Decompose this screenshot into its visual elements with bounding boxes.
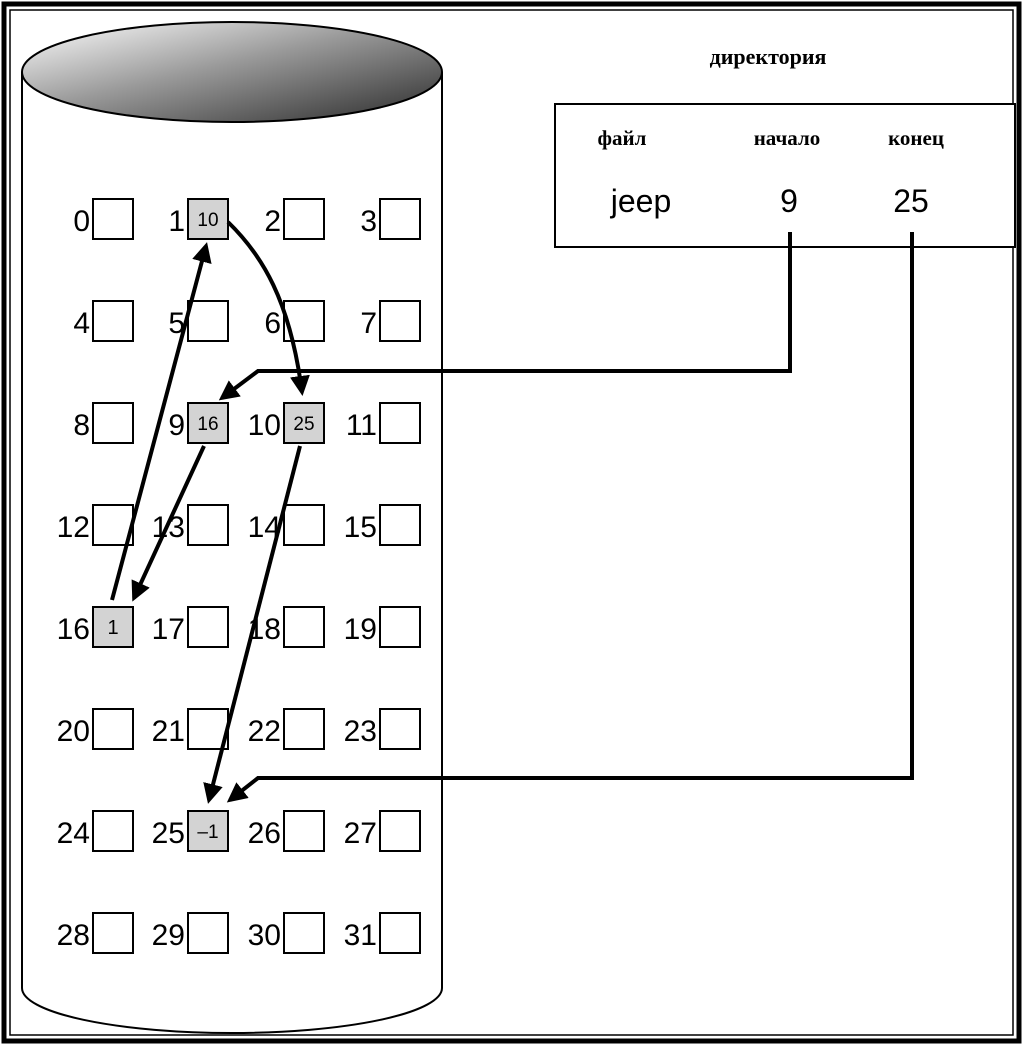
free-block: [379, 300, 421, 342]
entry-start: 9: [780, 183, 798, 219]
free-block: [92, 912, 134, 954]
free-block: [92, 198, 134, 240]
free-block: [92, 708, 134, 750]
free-block: [283, 198, 325, 240]
free-block: [187, 504, 229, 546]
free-block: [283, 504, 325, 546]
block-number-label: 16: [57, 613, 90, 646]
free-block: [187, 300, 229, 342]
used-block: [283, 402, 325, 444]
block-number-label: 12: [57, 511, 90, 544]
block-next-pointer: 25: [293, 414, 314, 435]
block-number-label: 23: [344, 715, 377, 748]
block-next-pointer: 1: [107, 617, 118, 639]
directory-table: [554, 103, 1016, 248]
free-block: [187, 708, 229, 750]
block-number-label: 25: [152, 817, 185, 850]
block-number-label: 4: [73, 307, 90, 340]
block-number-label: 30: [248, 919, 281, 952]
arrow-end-to-25: [226, 232, 914, 803]
block-number-label: 26: [248, 817, 281, 850]
used-block: [92, 606, 134, 648]
arrow-16-to-1: [110, 242, 212, 601]
block-number-label: 9: [168, 409, 185, 442]
free-block: [92, 810, 134, 852]
chain-arrows: [110, 220, 914, 804]
block-number-label: 17: [152, 613, 185, 646]
free-block: [379, 708, 421, 750]
arrow-start-to-9: [218, 232, 792, 401]
free-block: [379, 198, 421, 240]
block-next-pointer: 10: [197, 210, 218, 231]
free-block: [92, 504, 134, 546]
block-number-label: 22: [248, 715, 281, 748]
block-number-label: 28: [57, 919, 90, 952]
header-file: файл: [598, 126, 647, 150]
block-next-pointer: –1: [197, 822, 218, 843]
free-block: [187, 606, 229, 648]
block-number-label: 1: [168, 205, 185, 238]
block-number-label: 31: [344, 919, 377, 952]
block-number-label: 19: [344, 613, 377, 646]
cylinder-top: [21, 21, 443, 123]
arrow-9-to-16: [131, 445, 206, 602]
entry-file: jeep: [610, 183, 672, 219]
inner-frame: [9, 9, 1014, 1036]
free-block: [283, 810, 325, 852]
arrow-10-to-25: [203, 445, 302, 804]
block-number-label: 6: [264, 307, 281, 340]
arrow-1-to-10: [226, 220, 310, 396]
block-number-label: 29: [152, 919, 185, 952]
block-number-label: 21: [152, 715, 185, 748]
entry-end: 25: [893, 183, 929, 219]
block-number-label: 24: [57, 817, 90, 850]
used-block: [187, 198, 229, 240]
free-block: [187, 912, 229, 954]
header-start: начало: [754, 126, 821, 150]
free-block: [92, 402, 134, 444]
header-end: конец: [888, 126, 944, 150]
block-number-label: 3: [360, 205, 377, 238]
block-number-label: 5: [168, 307, 185, 340]
free-block: [379, 606, 421, 648]
free-block: [379, 504, 421, 546]
free-block: [283, 912, 325, 954]
block-number-label: 2: [264, 205, 281, 238]
block-number-label: 8: [73, 409, 90, 442]
free-block: [283, 708, 325, 750]
directory: директория файл начало конец jeep 9 25: [554, 44, 1016, 248]
block-number-label: 11: [346, 409, 377, 442]
free-block: [379, 810, 421, 852]
directory-title: директория: [710, 44, 827, 69]
block-number-label: 10: [248, 409, 281, 442]
block-number-label: 15: [344, 511, 377, 544]
free-block: [379, 912, 421, 954]
block-number-label: 7: [360, 307, 377, 340]
block-next-pointer: 16: [197, 414, 218, 435]
block-number-label: 0: [73, 205, 90, 238]
block-number-label: 20: [57, 715, 90, 748]
used-block: [187, 810, 229, 852]
used-block: [187, 402, 229, 444]
free-block: [92, 300, 134, 342]
free-block: [283, 606, 325, 648]
block-number-label: 27: [344, 817, 377, 850]
free-block: [379, 402, 421, 444]
